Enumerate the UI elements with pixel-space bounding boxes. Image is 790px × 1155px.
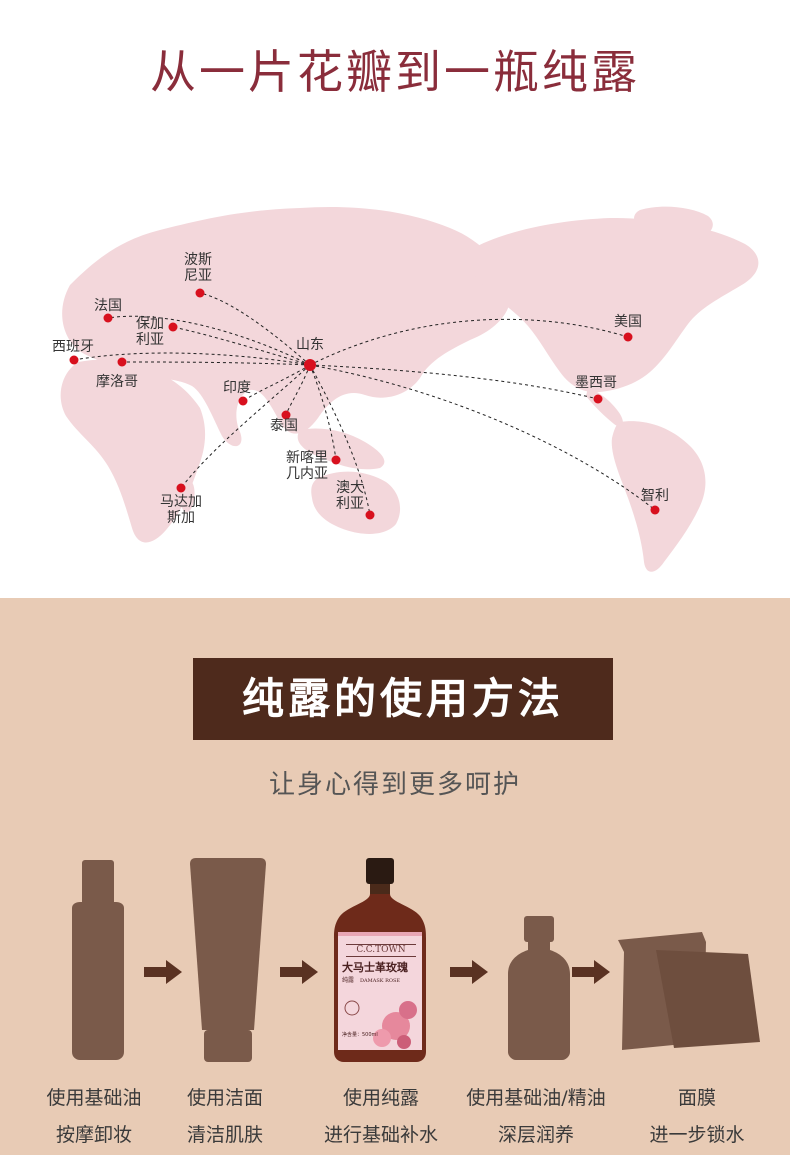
bottle-type: 纯露 [342,977,355,984]
step-caption: 使用洁面 [186,1087,263,1109]
dot-france [103,313,113,323]
route-lines [73,292,656,516]
place-label: 印度 [223,380,251,396]
route-bulgaria [172,326,311,366]
route-bulgaria-north [199,292,311,366]
place-label: 波斯 尼亚 [184,252,212,284]
place-label: 墨西哥 [575,375,617,391]
usage-section: 纯露的使用方法 让身心得到更多呵护 [0,598,790,1155]
dot-morocco [117,357,127,367]
place-label: 澳大 利亚 [336,480,364,512]
australia-land [311,471,401,534]
route-india [242,364,311,402]
place-label: 西班牙 [52,339,94,355]
greenland-land [634,206,713,242]
place-label: 保加 利亚 [136,316,164,348]
arrow-right-icon [450,960,488,984]
land-masses [60,206,759,572]
dot-chile [650,505,660,515]
step-caption: 进行基础补水 [323,1124,438,1146]
step-caption: 进一步锁水 [649,1124,745,1146]
dot-usa [623,332,633,342]
hydrosol-bottle-graphic [334,858,426,1062]
japan-land [397,318,414,350]
place-label: 泰国 [270,418,298,434]
arrow-right-icon [144,960,182,984]
dot-thailand [281,410,291,420]
hydrosol-bottle: C.C.TOWN 大马士革玫瑰 纯露 DAMASK ROSE 净含量：500ml [332,858,428,1063]
place-label-hub: 山东 [296,337,324,353]
dot-mexico [593,394,603,404]
dot-spain [69,355,79,365]
bottle-name: 大马士革玫瑰 [342,961,408,974]
step-caption: 使用纯露 [342,1087,419,1109]
cleanser-tube-icon [190,858,266,1062]
route-thailand [285,364,311,416]
step-caption: 使用基础油/精油 [466,1087,606,1109]
central-america-land [586,388,623,427]
dot-india [238,396,248,406]
world-map-graphic [60,206,759,572]
step-caption: 使用基础油 [46,1087,142,1109]
south-america-land [611,421,706,572]
place-label: 智利 [641,488,669,504]
route-madagascar [180,364,311,489]
sea-islands-land [297,428,385,470]
page-title: 从一片花瓣到一瓶纯露 [150,45,640,99]
route-chile [309,364,656,511]
place-label: 摩洛哥 [96,374,138,390]
step-caption: 按摩卸妆 [55,1124,132,1146]
step-caption: 深层润养 [497,1124,574,1146]
north-america-land [467,218,759,393]
usage-subtitle: 让身心得到更多呵护 [268,770,521,800]
world-map: 山东 波斯 尼亚 法国 保加 利亚 西班牙 摩洛哥 印度 泰国 [0,190,790,585]
place-label: 美国 [614,314,642,330]
step-caption: 清洁肌肤 [186,1124,263,1146]
origin-section: 从一片花瓣到一瓶纯露 [0,45,790,585]
route-mexico [309,364,599,400]
location-dots [69,288,660,520]
oil-bottle-icon [72,860,124,1060]
usage-banner: 纯露的使用方法 [193,658,613,740]
bottle-brand: C.C.TOWN [346,944,416,957]
route-australia [309,364,371,516]
dot-bulgaria [168,322,178,332]
place-label: 法国 [94,298,122,314]
bottle-english: DAMASK ROSE [360,978,401,984]
dot-png [331,455,341,465]
place-label: 新喀里 几内亚 [286,450,328,482]
dot-hub [304,359,316,371]
dot-bulgaria-north [195,288,205,298]
route-png [309,364,337,461]
eurasia-land [62,206,511,447]
dot-australia [365,510,375,520]
route-usa [309,318,629,366]
africa-land [60,359,206,543]
bottle-volume: 净含量：500ml [342,1032,378,1038]
dot-madagascar [176,483,186,493]
arrow-right-icon [572,960,610,984]
arrow-right-icon [280,960,318,984]
place-label: 马达加 斯加 [160,494,202,526]
face-mask-pack-icon [618,932,760,1050]
essential-oil-bottle-icon [508,916,570,1060]
route-france [107,315,311,366]
route-morocco [121,361,311,366]
step-caption: 面膜 [677,1087,716,1109]
